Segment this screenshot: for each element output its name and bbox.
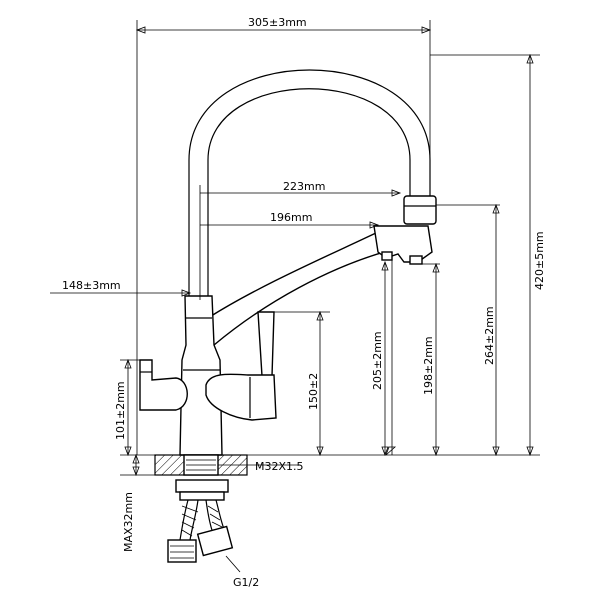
dim-side-lever-height: 101±2mm (114, 381, 127, 440)
dim-filter-spout-reach: 196mm (270, 211, 312, 224)
dim-lever-height: 150±2 (307, 373, 320, 410)
dimension-lines (50, 20, 540, 573)
dim-total-width: 305±3mm (248, 16, 307, 29)
dim-mount-thickness: MAX32mm (122, 492, 135, 552)
label-hose-thread: G1/2 (233, 576, 259, 589)
dim-spout-reach: 223mm (283, 180, 325, 193)
label-thread: M32X1.5 (255, 460, 304, 473)
faucet-outline (139, 69, 437, 563)
dim-spout-outlet-height: 264±2mm (483, 306, 496, 365)
dim-total-height: 420±5mm (533, 231, 546, 290)
dim-filter-outlet-height-b: 198±2mm (422, 336, 435, 395)
dim-filter-outlet-height-a: 205±2mm (371, 331, 384, 390)
dim-body-offset: 148±3mm (62, 279, 121, 292)
